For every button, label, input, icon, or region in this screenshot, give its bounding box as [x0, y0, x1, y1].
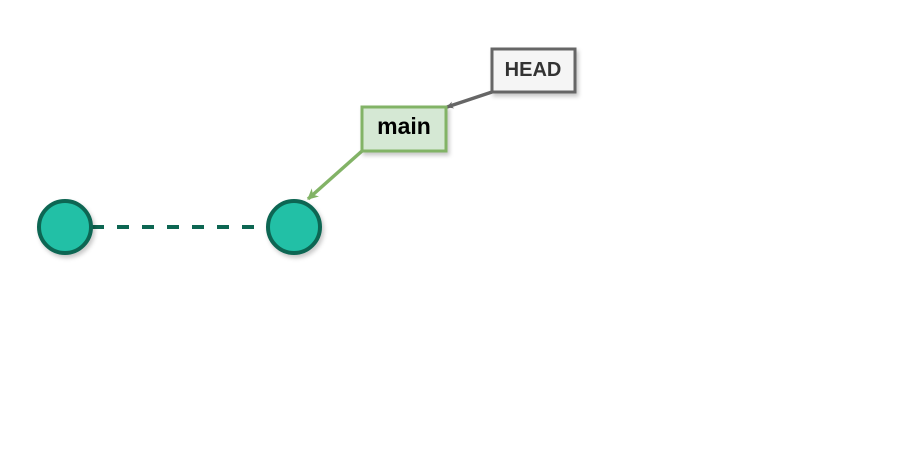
commit-node[interactable]	[37, 199, 93, 255]
main-branch-text: main	[377, 113, 431, 139]
main-ref-arrow	[306, 149, 364, 201]
commit-node[interactable]	[266, 199, 322, 255]
head-label[interactable]: HEAD	[490, 47, 577, 94]
head-ref-arrow	[446, 90, 493, 109]
head-label-text: HEAD	[505, 59, 562, 81]
main-branch-label[interactable]: main	[360, 105, 448, 153]
